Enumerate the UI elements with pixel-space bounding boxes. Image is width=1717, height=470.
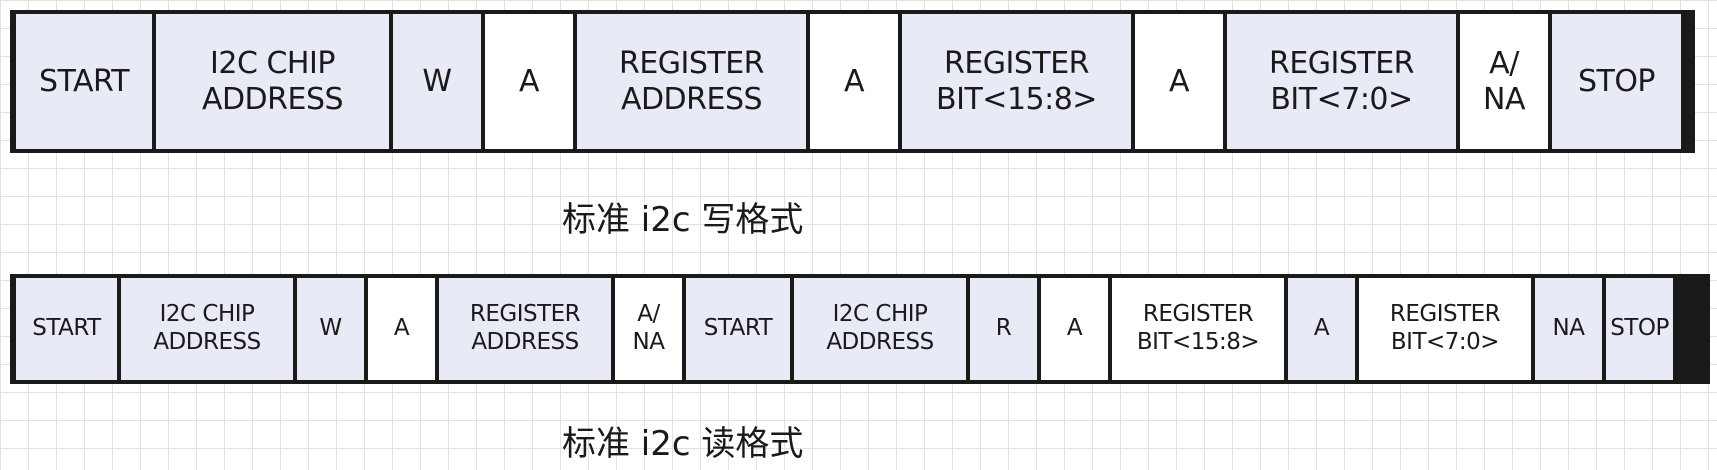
- read-field-a: A: [1286, 278, 1357, 380]
- read-field-start: START: [684, 278, 792, 380]
- write-field-register-address: REGISTER ADDRESS: [575, 14, 808, 149]
- read-field-register-bit-7-0: REGISTER BIT<7:0>: [1357, 278, 1533, 380]
- read-field-stop: STOP: [1604, 278, 1675, 380]
- read-field-register-bit-15-8: REGISTER BIT<15:8>: [1110, 278, 1286, 380]
- read-field-a-na: A/ NA: [613, 278, 684, 380]
- read-field-a: A: [1039, 278, 1110, 380]
- read-field-w: W: [295, 278, 366, 380]
- read-field-start: START: [14, 278, 119, 380]
- read-field-r: R: [968, 278, 1039, 380]
- read-field-register-address: REGISTER ADDRESS: [437, 278, 613, 380]
- write-field-a: A: [483, 14, 575, 149]
- write-frame-caption: 标准 i2c 写格式: [562, 200, 804, 240]
- read-frame-caption: 标准 i2c 读格式: [562, 424, 804, 464]
- write-field-i2c-chip-address: I2C CHIP ADDRESS: [154, 14, 391, 149]
- read-field-na: NA: [1533, 278, 1604, 380]
- write-field-start: START: [14, 14, 154, 149]
- write-field-register-bit-15-8: REGISTER BIT<15:8>: [900, 14, 1133, 149]
- write-field-register-bit-7-0: REGISTER BIT<7:0>: [1225, 14, 1458, 149]
- write-field-a: A: [808, 14, 900, 149]
- read-field-i2c-chip-address: I2C CHIP ADDRESS: [119, 278, 295, 380]
- write-field-stop: STOP: [1550, 14, 1683, 149]
- read-field-i2c-chip-address: I2C CHIP ADDRESS: [792, 278, 968, 380]
- write-field-a: A: [1133, 14, 1225, 149]
- write-field-a-na: A/ NA: [1458, 14, 1550, 149]
- read-field-a: A: [366, 278, 437, 380]
- write-field-w: W: [391, 14, 483, 149]
